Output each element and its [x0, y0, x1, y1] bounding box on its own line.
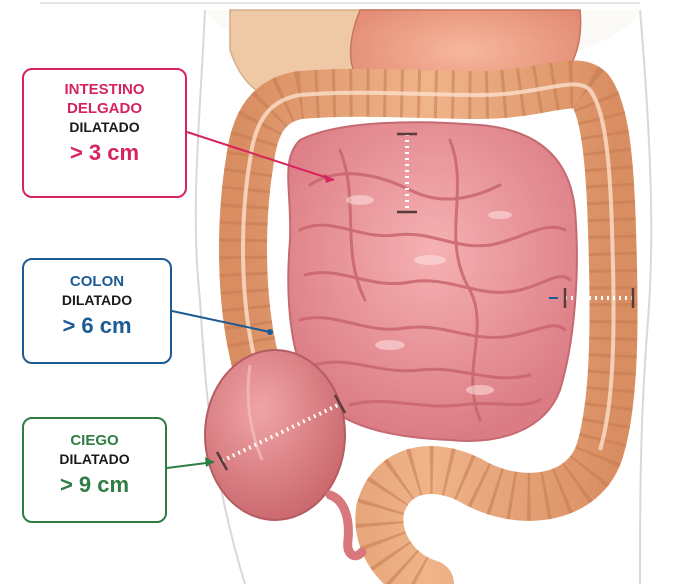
label-colon-state: DILATADO	[24, 291, 170, 309]
label-colon-title: COLON	[24, 272, 170, 291]
label-intestino-value: > 3 cm	[24, 138, 185, 168]
label-intestino-delgado: INTESTINO DELGADO DILATADO > 3 cm	[22, 68, 187, 198]
body-outline-right	[640, 10, 651, 584]
label-intestino-title: INTESTINO DELGADO	[24, 80, 185, 118]
label-colon: COLON DILATADO > 6 cm	[22, 258, 172, 364]
label-ciego: CIEGO DILATADO > 9 cm	[22, 417, 167, 523]
label-colon-value: > 6 cm	[24, 311, 170, 341]
label-intestino-state: DILATADO	[24, 118, 185, 136]
cecum-shape	[205, 350, 345, 520]
label-ciego-state: DILATADO	[24, 450, 165, 468]
label-ciego-title: CIEGO	[24, 431, 165, 450]
label-ciego-value: > 9 cm	[24, 470, 165, 500]
